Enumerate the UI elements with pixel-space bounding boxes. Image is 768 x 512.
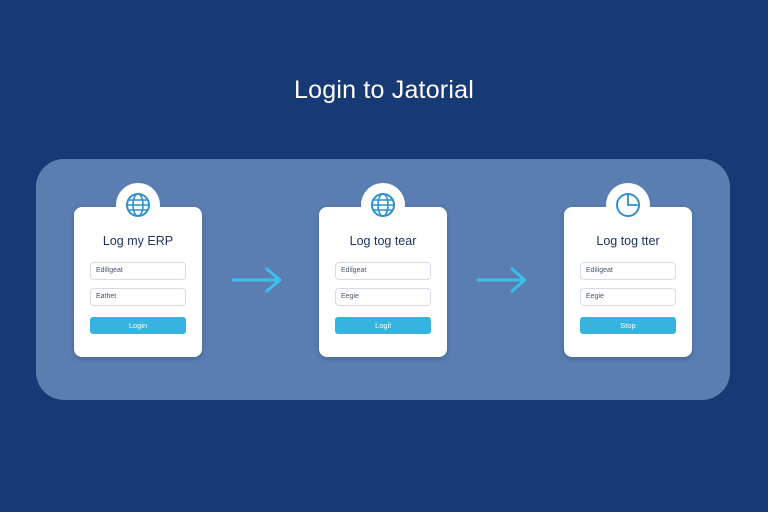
card-3-title: Log tog tter (596, 234, 660, 248)
card-2-icon-badge (361, 183, 405, 227)
card-1-username-field[interactable]: Ediligeat (90, 262, 186, 280)
card-3-username-field[interactable]: Ediligeat (580, 262, 676, 280)
card-1-login-button[interactable]: Login (90, 317, 186, 334)
globe-icon (126, 193, 150, 217)
flow-arrow-1 (231, 265, 285, 295)
flow-arrow-2 (476, 265, 530, 295)
clock-icon (616, 193, 640, 217)
card-3-icon-badge (606, 183, 650, 227)
card-1-password-field[interactable]: Eathet (90, 288, 186, 306)
login-card-1: Log my ERP Ediligeat Eathet Login (74, 183, 202, 357)
card-2-username-field[interactable]: Edilgeat (335, 262, 431, 280)
card-2-password-field[interactable]: Eegie (335, 288, 431, 306)
arrow-right-icon (476, 267, 527, 293)
card-3-password-field[interactable]: Eegie (580, 288, 676, 306)
login-card-2: Log tog tear Edilgeat Eegie Logil (319, 183, 447, 357)
card-1-icon-badge (116, 183, 160, 227)
login-card-3: Log tog tter Ediligeat Eegie Stop (564, 183, 692, 357)
card-1-title: Log my ERP (102, 234, 174, 248)
card-2-title: Log tog tear (349, 234, 417, 248)
flow-panel: Log my ERP Ediligeat Eathet Login Log to… (36, 159, 730, 400)
card-3-stop-button[interactable]: Stop (580, 317, 676, 334)
arrow-right-icon (231, 267, 282, 293)
globe-icon (371, 193, 395, 217)
page-title: Login to Jatorial (294, 76, 474, 104)
card-2-login-button[interactable]: Logil (335, 317, 431, 334)
